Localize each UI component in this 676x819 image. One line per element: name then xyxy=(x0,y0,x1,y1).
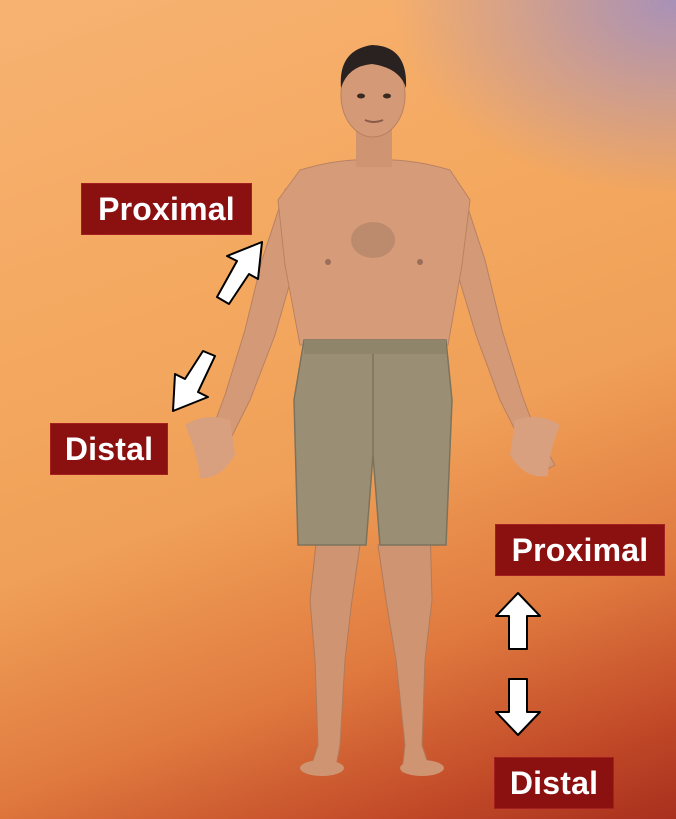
arrow-up-right-icon xyxy=(212,237,272,307)
arrow-up-icon xyxy=(493,591,543,653)
leg-proximal-label: Proximal xyxy=(495,524,665,576)
arm-distal-label: Distal xyxy=(50,423,168,475)
arrow-down-icon xyxy=(493,676,543,738)
arm-proximal-label: Proximal xyxy=(81,183,252,235)
leg-distal-label: Distal xyxy=(494,757,614,809)
arrow-down-left-icon xyxy=(163,348,223,418)
